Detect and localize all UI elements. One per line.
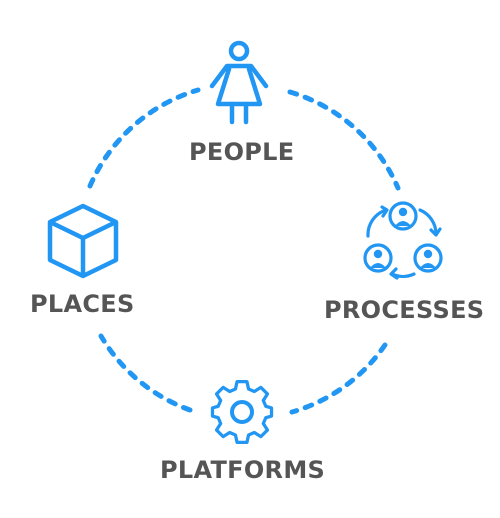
arc-places-people bbox=[87, 87, 201, 189]
arc-platforms-places bbox=[98, 333, 193, 413]
node-label-platforms: PLATFORMS bbox=[160, 456, 326, 484]
arc-people-processes bbox=[287, 89, 401, 191]
node-label-people: PEOPLE bbox=[189, 138, 295, 166]
gear-icon bbox=[210, 380, 274, 444]
node-label-processes: PROCESSES bbox=[324, 296, 485, 324]
node-label-places: PLACES bbox=[30, 290, 135, 318]
arc-processes-platforms bbox=[289, 342, 388, 415]
cube-icon bbox=[47, 203, 119, 279]
people-cycle-icon bbox=[363, 201, 443, 280]
person-icon bbox=[209, 40, 269, 125]
